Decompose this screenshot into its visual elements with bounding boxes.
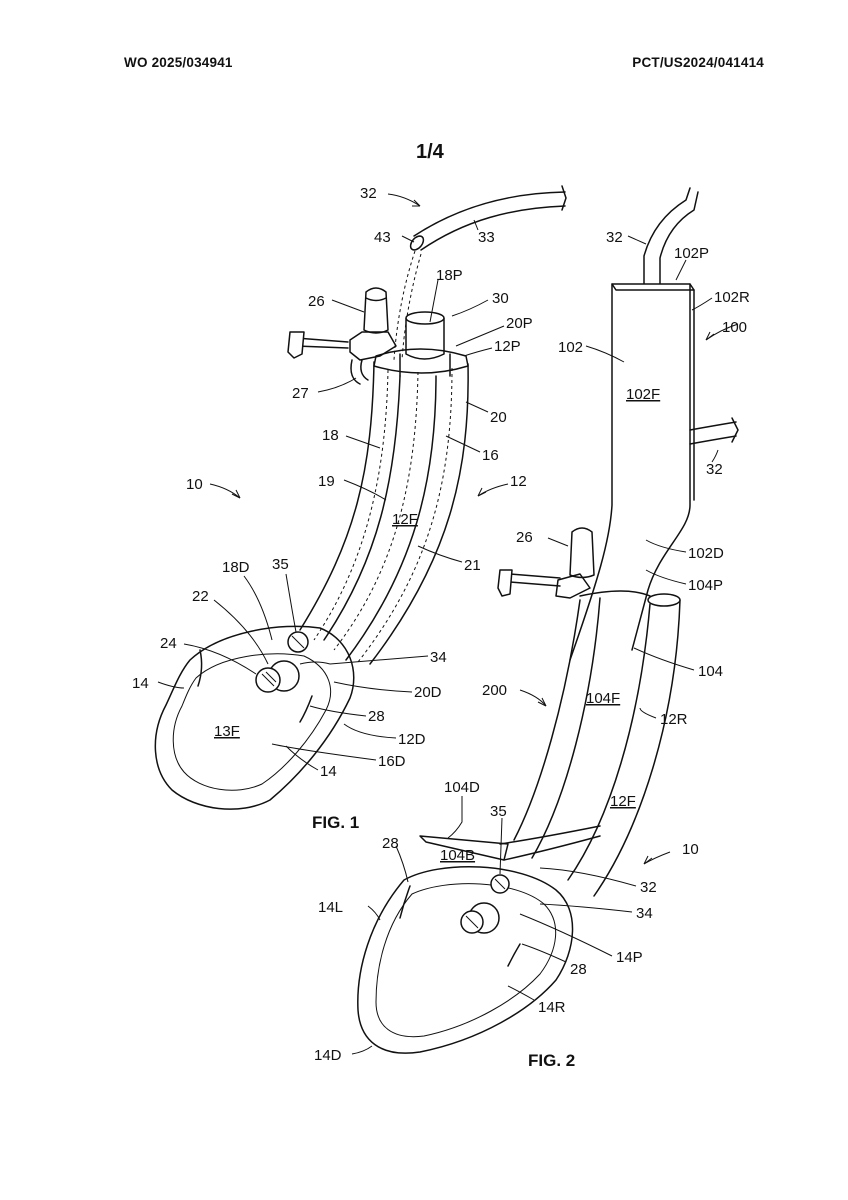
publication-number: WO 2025/034941 xyxy=(124,55,233,70)
fig1-label: 28 xyxy=(368,708,385,725)
fig1-label: 18P xyxy=(436,267,463,284)
fig2-label: 100 xyxy=(722,319,747,336)
fig2-label: 12R xyxy=(660,711,688,728)
fig1-leaders xyxy=(157,193,509,771)
fig1-label: 12P xyxy=(494,338,521,355)
fig1-label: 21 xyxy=(464,557,481,574)
fig2-label: 34 xyxy=(636,905,653,922)
fig2-label: 10 xyxy=(682,841,699,858)
fig2-label: 102D xyxy=(688,545,724,562)
fig2-label: 32 xyxy=(640,879,657,896)
fig1-label: 13F xyxy=(214,723,240,740)
fig1-inflation-tube xyxy=(413,191,566,237)
fig1-label: 16D xyxy=(378,753,406,770)
fig1-label: 12D xyxy=(398,731,426,748)
fig1-label: 12F xyxy=(392,511,418,528)
fig2-airway-104 xyxy=(513,599,581,841)
fig1-label: 27 xyxy=(292,385,309,402)
fig2-label: 104F xyxy=(586,690,620,707)
fig1-label: 18D xyxy=(222,559,250,576)
application-number: PCT/US2024/041414 xyxy=(632,55,764,70)
fig1-label: 20P xyxy=(506,315,533,332)
fig1-pilot-balloon-26 xyxy=(363,287,389,334)
fig1-label: 16 xyxy=(482,447,499,464)
sheet-number: 1/4 xyxy=(416,141,444,163)
fig2-label: 14R xyxy=(538,999,566,1016)
fig1-labels: 32 43 33 18P 30 26 20P 12P 27 18 16 20 1… xyxy=(132,185,533,832)
fig1-label: 32 xyxy=(360,185,377,202)
fig1-label: 43 xyxy=(374,229,391,246)
fig1-tube-end-43 xyxy=(409,235,425,251)
fig2-label: 35 xyxy=(490,803,507,820)
fig2-label: 104B xyxy=(440,847,475,864)
fig2-label: 28 xyxy=(382,835,399,852)
fig1-label: 14 xyxy=(132,675,149,692)
fig2-block-102-top xyxy=(611,283,695,291)
fig2-leaders xyxy=(351,235,739,1055)
fig2-label: 102 xyxy=(558,339,583,356)
fig2-labels: 32 102P 102R 100 102 102F 32 26 102D 104… xyxy=(314,229,750,1070)
fig2-device-102 xyxy=(569,283,613,661)
fig2-label: 200 xyxy=(482,682,507,699)
fig2-label: 32 xyxy=(706,461,723,478)
fig1-airway-stem xyxy=(299,361,375,631)
fig2-label: 14D xyxy=(314,1047,342,1064)
fig2-label: 104D xyxy=(444,779,480,796)
fig1-drawing xyxy=(154,185,567,810)
fig1-label: 35 xyxy=(272,556,289,573)
fig1-label: 33 xyxy=(478,229,495,246)
fig2-mask-14 xyxy=(357,866,574,1054)
fig2-pilot-balloon-26 xyxy=(569,527,595,579)
fig2-label: 102P xyxy=(674,245,709,262)
fig2-label: 28 xyxy=(570,961,587,978)
fig1-label: 18 xyxy=(322,427,339,444)
fig2-label: 14L xyxy=(318,899,343,916)
fig1-label: 24 xyxy=(160,635,177,652)
fig1-label: 19 xyxy=(318,473,335,490)
fig1-clip-27 xyxy=(349,331,397,361)
fig1-label: 12 xyxy=(510,473,527,490)
fig1-label: 26 xyxy=(308,293,325,310)
fig2-label: 14P xyxy=(616,949,643,966)
fig1-label: 34 xyxy=(430,649,447,666)
fig2-label: 102F xyxy=(626,386,660,403)
fig2-label: 26 xyxy=(516,529,533,546)
fig2-label: 102R xyxy=(714,289,750,306)
fig2-drawing xyxy=(357,187,739,1054)
fig2-label: 12F xyxy=(610,793,636,810)
fig1-label: 22 xyxy=(192,588,209,605)
fig2-label: 104 xyxy=(698,663,723,680)
fig2-label: 104P xyxy=(688,577,723,594)
fig1-label: 20 xyxy=(490,409,507,426)
fig1-label: 30 xyxy=(492,290,509,307)
fig1-label: 20D xyxy=(414,684,442,701)
fig1-label: 14 xyxy=(320,763,337,780)
fig2-label: 32 xyxy=(606,229,623,246)
fig1-mask-14 xyxy=(154,625,355,810)
fig1-label: 10 xyxy=(186,476,203,493)
fig1-caption: FIG. 1 xyxy=(312,813,359,832)
fig2-caption: FIG. 2 xyxy=(528,1051,575,1070)
